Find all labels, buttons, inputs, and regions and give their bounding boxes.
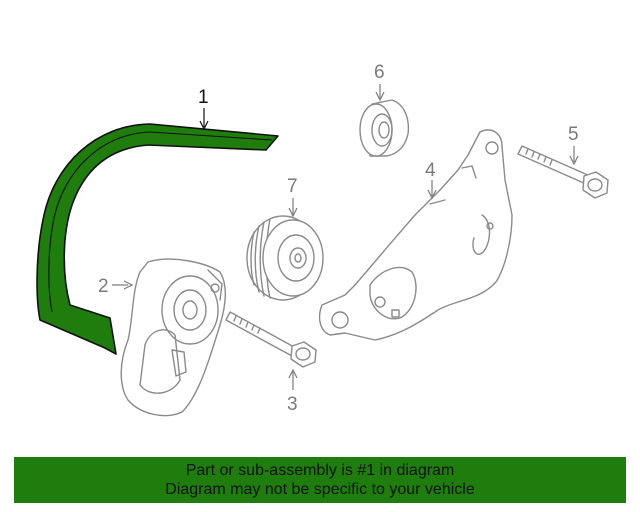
leader-5	[569, 146, 579, 166]
leader-3	[288, 368, 298, 390]
idler-pulley-part-6[interactable]	[359, 99, 410, 157]
tensioner-part-2[interactable]	[120, 258, 226, 417]
belt-part-1[interactable]	[36, 123, 279, 355]
callout-7: 7	[287, 176, 298, 197]
grooved-pulley-part-7[interactable]	[246, 215, 324, 301]
bracket-part-4[interactable]	[318, 129, 513, 341]
parts-diagram: 1 2 3 4	[36, 62, 609, 417]
callout-6: 6	[374, 62, 385, 83]
bolt-part-5[interactable]	[517, 145, 609, 199]
banner-line-1: Part or sub-assembly is #1 in diagram	[185, 462, 455, 479]
leader-2	[112, 280, 134, 290]
banner-line-2: Diagram may not be specific to your vehi…	[165, 481, 475, 498]
leader-6	[375, 84, 385, 102]
callout-1: 1	[198, 87, 209, 108]
leader-4	[427, 180, 437, 200]
leader-7	[288, 198, 298, 218]
callout-3: 3	[287, 394, 298, 415]
info-banner: Part or sub-assembly is #1 in diagram Di…	[14, 457, 626, 503]
callout-4: 4	[425, 160, 436, 181]
bolt-part-3[interactable]	[225, 311, 317, 368]
leader-1	[199, 108, 209, 131]
callout-5: 5	[568, 124, 579, 145]
callout-2: 2	[98, 276, 109, 297]
